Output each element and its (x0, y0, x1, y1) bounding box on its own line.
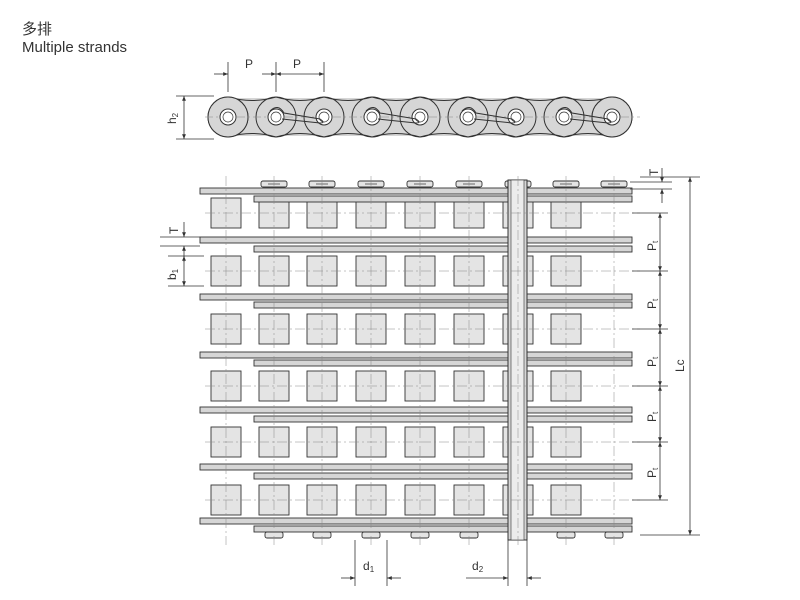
link-plate (199, 236, 633, 244)
link-plate (253, 301, 633, 309)
label-p-2: P (293, 57, 301, 71)
link-plate (253, 525, 633, 533)
label-p-1: P (245, 57, 253, 71)
side-view (205, 96, 640, 138)
link-plate (253, 195, 633, 203)
label-pt-3: Pt (645, 356, 660, 367)
link-plate (199, 293, 633, 301)
label-pt-5: Pt (645, 467, 660, 478)
dimension-lines (160, 62, 700, 586)
label-t-right: T (647, 168, 661, 176)
label-lc: Lc (673, 359, 687, 372)
title-english: Multiple strands (22, 39, 128, 56)
link-plate (199, 517, 633, 525)
link-plate (253, 245, 633, 253)
label-t-left: T (167, 226, 181, 234)
title-chinese: 多排 (22, 21, 53, 38)
link-plate (199, 406, 633, 414)
link-plate (199, 187, 633, 195)
link-plate (199, 351, 633, 359)
label-pt-2: Pt (645, 298, 660, 309)
label-d2: d2 (472, 559, 484, 574)
link-plate (253, 415, 633, 423)
label-pt-1: Pt (645, 240, 660, 251)
link-plate (253, 472, 633, 480)
label-h2: h2 (165, 112, 180, 124)
label-b1: b1 (165, 268, 180, 280)
link-plate (199, 463, 633, 471)
label-pt-4: Pt (645, 411, 660, 422)
label-d1: d1 (363, 559, 375, 574)
link-plate (253, 359, 633, 367)
top-view (199, 176, 640, 545)
